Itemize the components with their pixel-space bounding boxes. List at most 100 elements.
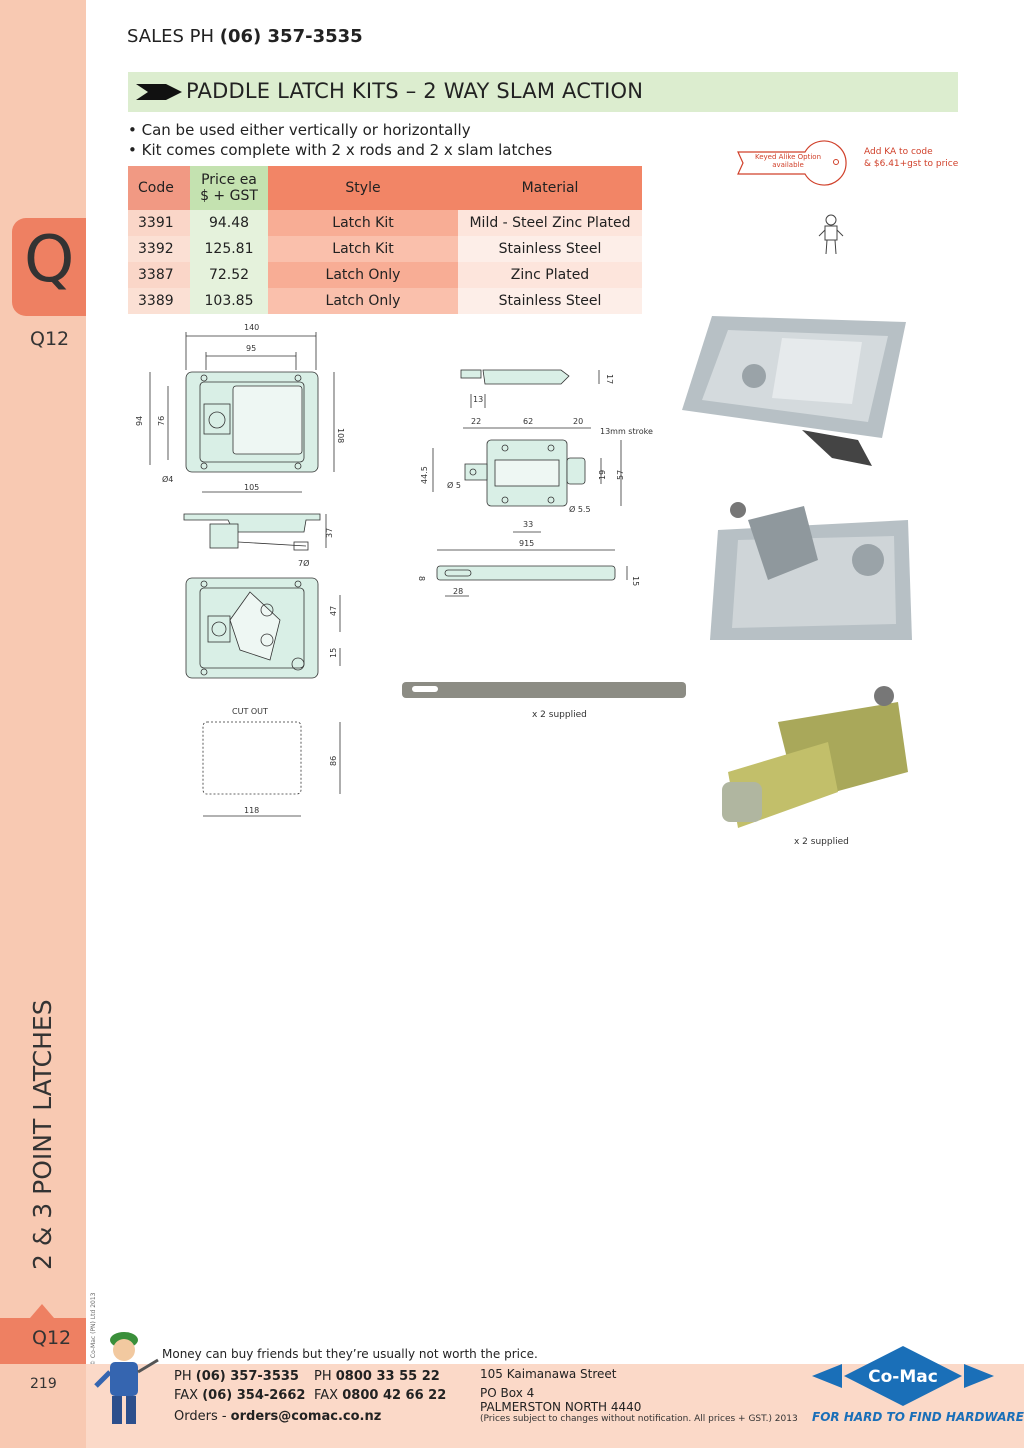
svg-text:57: 57: [616, 470, 625, 480]
bottom-tab-notch: [30, 1304, 54, 1318]
svg-text:Ø 5: Ø 5: [447, 480, 461, 490]
paddle-latch-drawing: 140 95 94 76 108 Ø4 105 37 7Ø 47 15 CUT …: [135, 323, 345, 817]
bottom-section-tab: [0, 1318, 86, 1364]
cell-price: 72.52: [190, 262, 268, 288]
table-header-row: Code Price ea$ + GST Style Material: [128, 166, 642, 210]
cell-price: 125.81: [190, 236, 268, 262]
vertical-section-title: 2 & 3 POINT LATCHES: [28, 999, 57, 1270]
footer-phone-value: (06) 357-3535: [195, 1369, 299, 1384]
slam-latch-drawing: 17 13 22 62 20 13mm stroke 44.5 Ø 5 19 5…: [417, 369, 653, 597]
latch-supplied-label: x 2 supplied: [794, 837, 849, 847]
svg-text:CUT OUT: CUT OUT: [232, 707, 268, 716]
cell-material: Mild - Steel Zinc Plated: [458, 210, 642, 236]
svg-text:86: 86: [329, 756, 338, 766]
svg-text:94: 94: [135, 416, 144, 426]
bullet-2: • Kit comes complete with 2 x rods and 2…: [128, 141, 553, 159]
footer-fax-value: (06) 354-2662: [202, 1388, 306, 1403]
cell-style: Latch Only: [268, 288, 458, 314]
cell-style: Latch Kit: [268, 210, 458, 236]
keyed-alike-note-line2: & $6.41+gst to price: [864, 159, 959, 169]
svg-text:7Ø: 7Ø: [298, 558, 309, 568]
table-row: 3389 103.85 Latch Only Stainless Steel: [128, 288, 642, 314]
paddle-latch-photo: [682, 316, 906, 466]
svg-text:95: 95: [246, 344, 256, 353]
mascot-small-icon: [818, 214, 844, 255]
footer-orders: Orders - orders@comac.co.nz: [174, 1409, 381, 1424]
svg-text:62: 62: [523, 417, 533, 426]
svg-text:108: 108: [336, 428, 345, 443]
footer-tollfree-fax: FAX 0800 42 66 22: [314, 1388, 446, 1403]
header-price-line2: $ + GST: [200, 188, 258, 204]
svg-text:47: 47: [329, 606, 338, 616]
footer-disclaimer: (Prices subject to changes without notif…: [480, 1414, 798, 1424]
footer-tf-fax-value: 0800 42 66 22: [342, 1388, 447, 1403]
svg-text:15: 15: [631, 576, 640, 586]
header-style: Style: [268, 166, 458, 210]
cell-code: 3387: [128, 262, 190, 288]
svg-text:140: 140: [244, 323, 259, 332]
mascot-icon: [94, 1332, 159, 1424]
header-material: Material: [458, 166, 642, 210]
key-icon: [737, 140, 847, 186]
footer-fax: FAX (06) 354-2662: [174, 1388, 305, 1403]
cell-code: 3391: [128, 210, 190, 236]
footer-orders-label: Orders -: [174, 1409, 231, 1424]
footer-orders-email[interactable]: orders@comac.co.nz: [230, 1409, 382, 1424]
svg-text:118: 118: [244, 806, 259, 815]
comac-logo: Co-Mac: [812, 1346, 994, 1406]
section-tab-letter: Q: [24, 223, 75, 297]
rod-supplied-label: x 2 supplied: [532, 710, 587, 720]
header-price: Price ea$ + GST: [190, 166, 268, 210]
svg-text:915: 915: [519, 539, 534, 548]
table-row: 3391 94.48 Latch Kit Mild - Steel Zinc P…: [128, 210, 642, 236]
table-row: 3387 72.52 Latch Only Zinc Plated: [128, 262, 642, 288]
footer-address-3: PALMERSTON NORTH 4440: [480, 1400, 642, 1414]
svg-text:33: 33: [523, 520, 533, 529]
table-row: 3392 125.81 Latch Kit Stainless Steel: [128, 236, 642, 262]
header-code: Code: [128, 166, 190, 210]
footer-tf-phone-label: PH: [314, 1369, 332, 1384]
title-bar: PADDLE LATCH KITS – 2 WAY SLAM ACTION: [128, 72, 958, 112]
svg-text:20: 20: [573, 417, 583, 426]
cell-material: Stainless Steel: [458, 236, 642, 262]
footer-fax-label: FAX: [174, 1388, 199, 1403]
page-number: 219: [30, 1376, 57, 1392]
footer-address-2: PO Box 4: [480, 1386, 535, 1400]
brand-tagline: FOR HARD TO FIND HARDWARE: [812, 1410, 1024, 1424]
cell-style: Latch Only: [268, 262, 458, 288]
svg-text:19: 19: [598, 470, 607, 480]
svg-text:28: 28: [453, 587, 463, 596]
rod-image: [402, 682, 686, 698]
cell-price: 94.48: [190, 210, 268, 236]
bullet-1: • Can be used either vertically or horiz…: [128, 121, 471, 139]
cell-material: Zinc Plated: [458, 262, 642, 288]
cell-material: Stainless Steel: [458, 288, 642, 314]
svg-text:13: 13: [473, 395, 483, 404]
latch-rear-photo: [710, 502, 912, 640]
svg-text:13mm stroke: 13mm stroke: [600, 427, 653, 436]
section-code-bottom: Q12: [32, 1327, 72, 1349]
footer-tollfree-phone: PH 0800 33 55 22: [314, 1369, 440, 1384]
keyed-alike-note-line1: Add KA to code: [864, 147, 933, 157]
brand-name: Co-Mac: [868, 1367, 938, 1387]
footer-quote: Money can buy friends but they’re usuall…: [162, 1347, 538, 1361]
cell-price: 103.85: [190, 288, 268, 314]
sales-label: SALES PH: [127, 26, 215, 47]
footer-tf-fax-label: FAX: [314, 1388, 339, 1403]
svg-text:105: 105: [244, 483, 259, 492]
section-tab: [12, 218, 86, 316]
svg-text:Ø 5.5: Ø 5.5: [569, 504, 591, 514]
svg-text:17: 17: [605, 374, 614, 384]
sales-phone-header: SALES PH (06) 357-3535: [127, 26, 363, 47]
svg-text:15: 15: [329, 648, 338, 658]
svg-text:Ø4: Ø4: [162, 474, 173, 484]
price-table: Code Price ea$ + GST Style Material 3391…: [128, 166, 642, 314]
cell-style: Latch Kit: [268, 236, 458, 262]
cell-code: 3389: [128, 288, 190, 314]
footer-address-1: 105 Kaimanawa Street: [480, 1367, 617, 1381]
svg-text:22: 22: [471, 417, 481, 426]
footer-phone-label: PH: [174, 1369, 192, 1384]
arrow-icon: [136, 84, 182, 100]
svg-text:8: 8: [417, 576, 426, 581]
svg-text:44.5: 44.5: [420, 466, 429, 484]
